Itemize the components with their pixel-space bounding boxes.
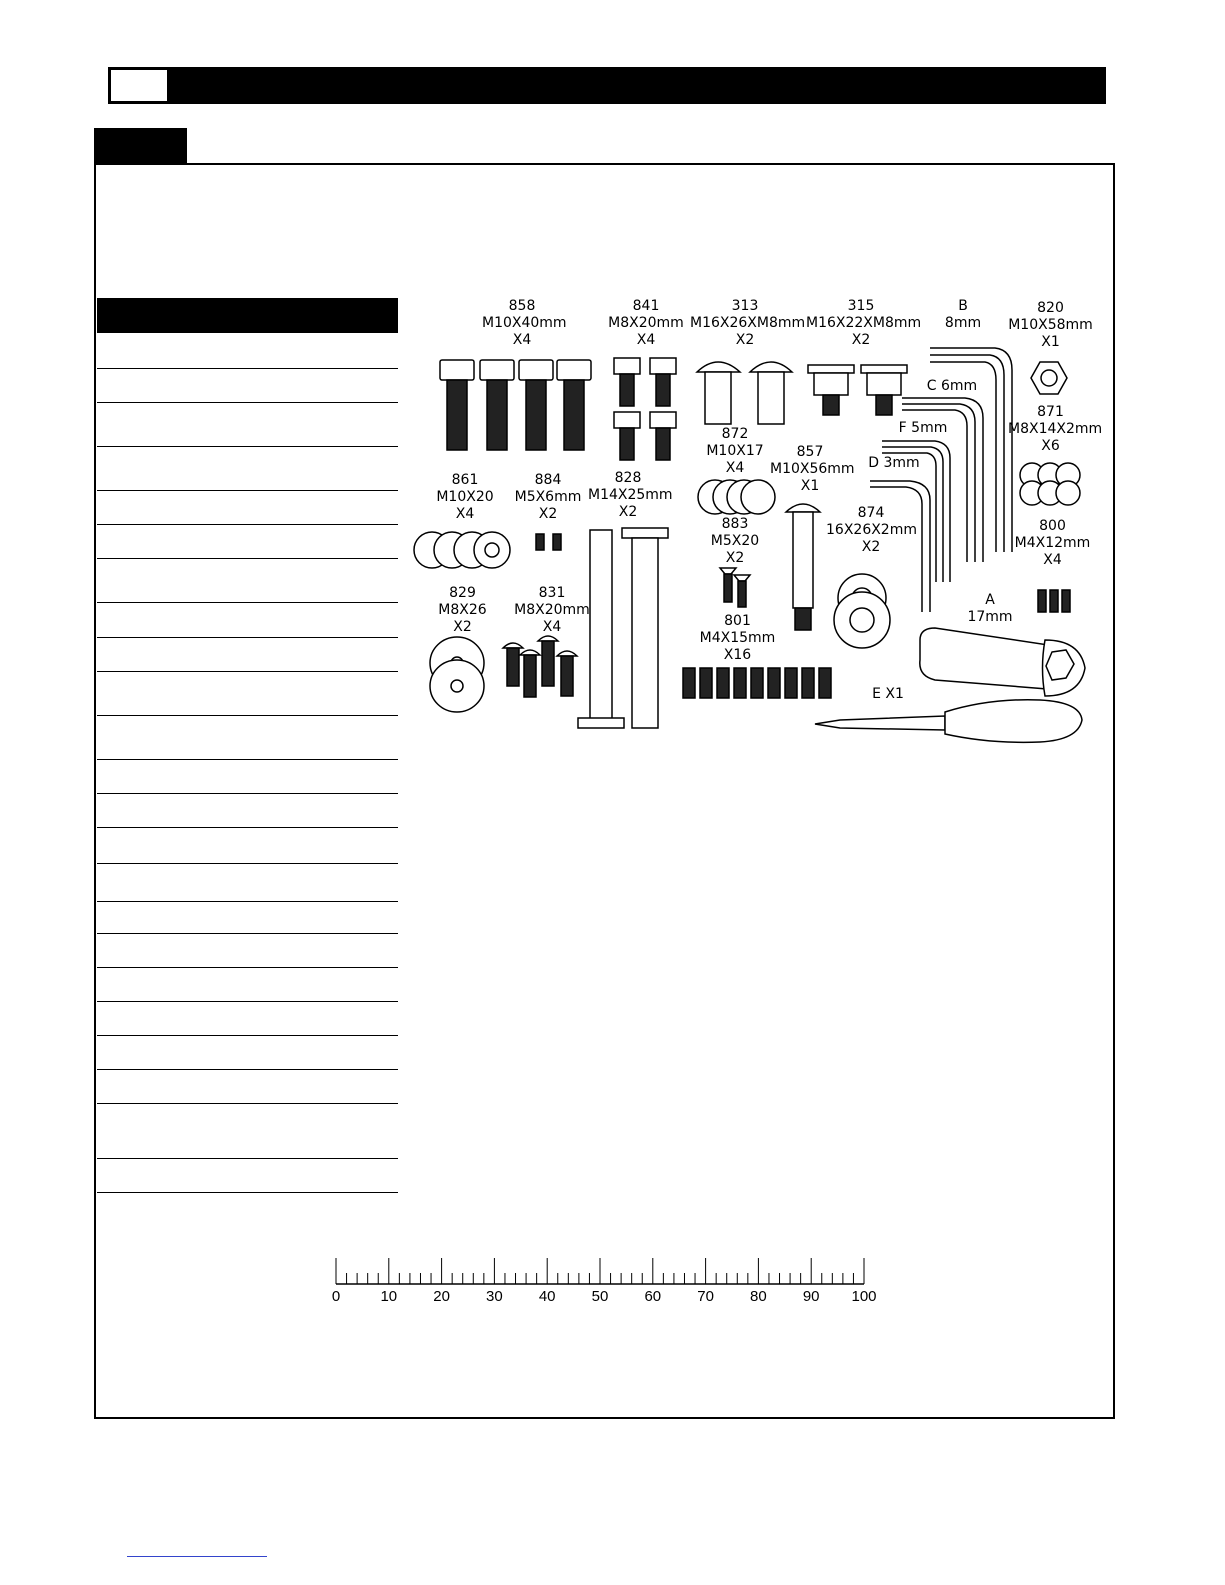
parts-list-row-rule (97, 863, 398, 864)
washer-861-icon (413, 531, 511, 569)
parts-list-row-rule (97, 1035, 398, 1036)
parts-list-row-rule (97, 1103, 398, 1104)
spacer-313-icon (695, 361, 794, 425)
parts-list-row-rule (97, 602, 398, 603)
ruler-label: 100 (851, 1288, 877, 1305)
parts-list-row-rule (97, 402, 398, 403)
ruler-ticks (335, 1258, 865, 1285)
parts-list-row-rule (97, 933, 398, 934)
label-tool-D: D 3mm (868, 455, 920, 471)
bolt-841-icon (613, 357, 677, 461)
section-tab (94, 128, 187, 165)
hex-key-F-icon (882, 440, 951, 582)
parts-list-row-rule (97, 637, 398, 638)
washer-871-icon (1019, 462, 1081, 506)
ruler-label: 20 (433, 1288, 450, 1305)
hex-key-B-icon (930, 347, 1013, 552)
page-number-box (111, 70, 167, 101)
label-tool-C: C 6mm (926, 378, 978, 394)
parts-list-row-rule (97, 1069, 398, 1070)
ruler-label: 50 (591, 1288, 609, 1305)
parts-list-row-rule (97, 524, 398, 525)
ruler-label: 80 (750, 1288, 767, 1305)
parts-list-row-rule (97, 901, 398, 902)
parts-list-row-rule (97, 368, 398, 369)
ruler-label: 30 (486, 1288, 503, 1305)
screwdriver-E-icon (814, 699, 1083, 744)
parts-list-row-rule (97, 1192, 398, 1193)
bolt-857-icon (784, 503, 822, 631)
screw-831-icon (501, 635, 579, 698)
hex-key-C-icon (902, 397, 984, 562)
measurement-ruler: 0 10 20 30 40 50 60 70 80 90 100 (330, 1250, 890, 1310)
set-screw-884-icon (535, 533, 562, 551)
spacer-315-icon (807, 364, 908, 416)
parts-list-row-rule (97, 1001, 398, 1002)
parts-list-row-rule (97, 967, 398, 968)
hex-key-D-icon (870, 480, 931, 612)
bolt-858-icon (439, 359, 592, 451)
header-bar (108, 67, 1106, 104)
parts-list-row-rule (97, 558, 398, 559)
parts-list-row-rule (97, 759, 398, 760)
parts-list-row-rule (97, 490, 398, 491)
screw-800-icon (1037, 589, 1071, 613)
parts-list-row-rule (97, 671, 398, 672)
washer-829-icon (429, 636, 485, 713)
parts-list-row-rule (97, 827, 398, 828)
socket-wrench-A-icon (919, 627, 1086, 697)
ruler-label: 10 (380, 1288, 398, 1305)
parts-list-row-rule (97, 446, 398, 447)
axle-828-icon (577, 527, 669, 729)
hardware-drawing (413, 347, 1086, 744)
ruler-label: 60 (644, 1288, 662, 1305)
footer-link-underline (127, 1556, 267, 1557)
washer-872-icon (697, 479, 776, 515)
washer-874-icon (833, 573, 891, 649)
screw-883-icon (718, 567, 752, 608)
ruler-label: 90 (802, 1288, 820, 1305)
label-tool-E: E X1 (872, 686, 904, 702)
ruler-label: 70 (697, 1288, 714, 1305)
label-tool-F: F 5mm (898, 420, 948, 436)
screw-801-icon (682, 667, 832, 699)
parts-list-row-rule (97, 1158, 398, 1159)
parts-list-row-rule (97, 793, 398, 794)
ruler-label: 0 (331, 1288, 341, 1305)
parts-list-row-rule (97, 715, 398, 716)
ruler-label: 40 (538, 1288, 556, 1305)
hardware-frame (94, 163, 1115, 1419)
nut-820-icon (1030, 361, 1068, 395)
parts-list-header (97, 298, 398, 333)
